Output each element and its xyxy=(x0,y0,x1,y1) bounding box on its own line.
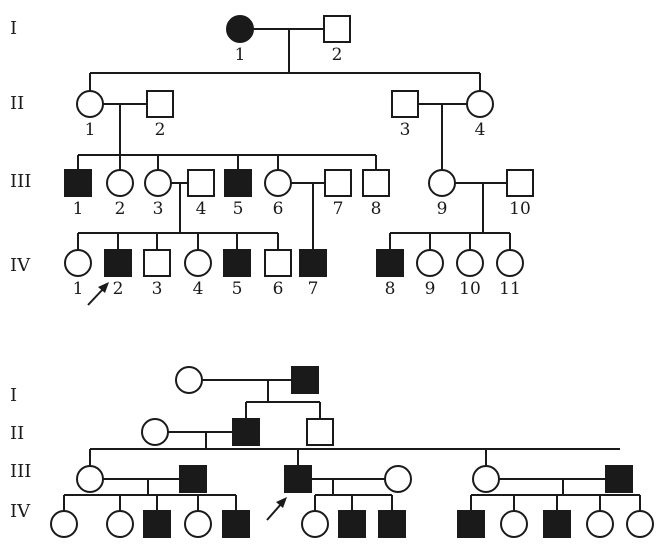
unaffected-female-symbol xyxy=(466,90,494,118)
individual-number: 9 xyxy=(437,199,448,219)
affected-male-symbol xyxy=(378,510,406,538)
pedigree-1-lines xyxy=(77,28,511,250)
affected-male-symbol xyxy=(338,510,366,538)
unaffected-female-symbol xyxy=(472,465,500,493)
unaffected-male-symbol xyxy=(146,90,174,118)
unaffected-female-symbol xyxy=(64,249,92,277)
individual-number: 8 xyxy=(385,279,396,299)
generation-label: IV xyxy=(10,501,31,522)
affected-female-symbol xyxy=(226,15,254,43)
individual-number: 2 xyxy=(115,199,126,219)
generation-label: I xyxy=(10,18,17,39)
individual-number: 10 xyxy=(459,279,481,299)
unaffected-female-symbol xyxy=(384,465,412,493)
pedigree-1: I II III IV xyxy=(10,15,534,306)
individual-number: 5 xyxy=(233,199,244,219)
affected-male-symbol xyxy=(457,510,485,538)
individual-number: 3 xyxy=(400,120,411,140)
affected-male-symbol xyxy=(179,465,207,493)
individual-number: 2 xyxy=(332,45,343,65)
affected-male-symbol xyxy=(143,510,171,538)
individual-number: 3 xyxy=(153,199,164,219)
affected-male-symbol xyxy=(64,169,92,197)
individual-number: 8 xyxy=(371,199,382,219)
affected-male-symbol xyxy=(299,249,327,277)
affected-male-symbol xyxy=(232,418,260,446)
unaffected-male-symbol xyxy=(362,169,390,197)
generation-label: II xyxy=(10,423,24,444)
individual-number: 10 xyxy=(509,199,531,219)
unaffected-female-symbol xyxy=(264,169,292,197)
pedigree-2: I II III IV xyxy=(10,366,654,538)
unaffected-male-symbol xyxy=(506,169,534,197)
unaffected-female-symbol xyxy=(428,169,456,197)
pedigree-2-lines xyxy=(63,379,641,511)
unaffected-male-symbol xyxy=(187,169,215,197)
unaffected-female-symbol xyxy=(141,418,169,446)
affected-male-symbol xyxy=(543,510,571,538)
individual-number: 9 xyxy=(425,279,436,299)
unaffected-female-symbol xyxy=(184,249,212,277)
affected-male-symbol xyxy=(223,249,251,277)
individual-number: 1 xyxy=(73,279,84,299)
generation-label: I xyxy=(10,385,17,406)
individual-number: 11 xyxy=(499,279,521,299)
generation-label: III xyxy=(10,461,31,482)
unaffected-male-symbol xyxy=(306,418,334,446)
unaffected-female-symbol xyxy=(175,366,203,394)
unaffected-female-symbol xyxy=(184,510,212,538)
unaffected-female-symbol xyxy=(76,465,104,493)
unaffected-male-symbol xyxy=(264,249,292,277)
individual-number: 4 xyxy=(193,279,204,299)
pedigree-2-symbols xyxy=(50,366,654,538)
unaffected-female-symbol xyxy=(144,169,172,197)
individual-number: 2 xyxy=(113,279,124,299)
individual-number: 1 xyxy=(85,120,96,140)
affected-male-symbol xyxy=(222,510,250,538)
unaffected-male-symbol xyxy=(324,169,352,197)
individual-number: 4 xyxy=(196,199,207,219)
unaffected-female-symbol xyxy=(496,249,524,277)
proband-arrow xyxy=(266,497,287,521)
generation-label: IV xyxy=(10,255,31,276)
unaffected-female-symbol xyxy=(76,90,104,118)
individual-number: 1 xyxy=(235,45,246,65)
proband-affected-male-symbol xyxy=(284,465,312,493)
pedigree-1-symbols: 1 2 1 2 3 4 1 2 3 4 5 6 7 8 9 10 1 2 3 4 5 6 7 8 9 10 11 xyxy=(64,15,534,299)
unaffected-female-symbol xyxy=(301,510,329,538)
unaffected-male-symbol xyxy=(391,90,419,118)
individual-number: 2 xyxy=(155,120,166,140)
individual-number: 7 xyxy=(333,199,344,219)
unaffected-female-symbol xyxy=(456,249,484,277)
unaffected-female-symbol xyxy=(106,169,134,197)
proband-affected-male-symbol xyxy=(104,249,132,277)
individual-number: 4 xyxy=(475,120,486,140)
proband-arrow xyxy=(87,282,109,306)
unaffected-female-symbol xyxy=(50,510,78,538)
unaffected-male-symbol xyxy=(143,249,171,277)
affected-male-symbol xyxy=(224,169,252,197)
individual-number: 1 xyxy=(73,199,84,219)
generation-label: II xyxy=(10,93,24,114)
individual-number: 7 xyxy=(308,279,319,299)
unaffected-male-symbol xyxy=(323,15,351,43)
unaffected-female-symbol xyxy=(500,510,528,538)
individual-number: 6 xyxy=(273,199,284,219)
individual-number: 5 xyxy=(232,279,243,299)
unaffected-female-symbol xyxy=(106,510,134,538)
individual-number: 6 xyxy=(273,279,284,299)
unaffected-female-symbol xyxy=(416,249,444,277)
generation-label: III xyxy=(10,171,31,192)
unaffected-female-symbol xyxy=(626,510,654,538)
affected-male-symbol xyxy=(376,249,404,277)
unaffected-female-symbol xyxy=(586,510,614,538)
individual-number: 3 xyxy=(152,279,163,299)
affected-male-symbol xyxy=(605,465,633,493)
affected-male-symbol xyxy=(291,366,319,394)
